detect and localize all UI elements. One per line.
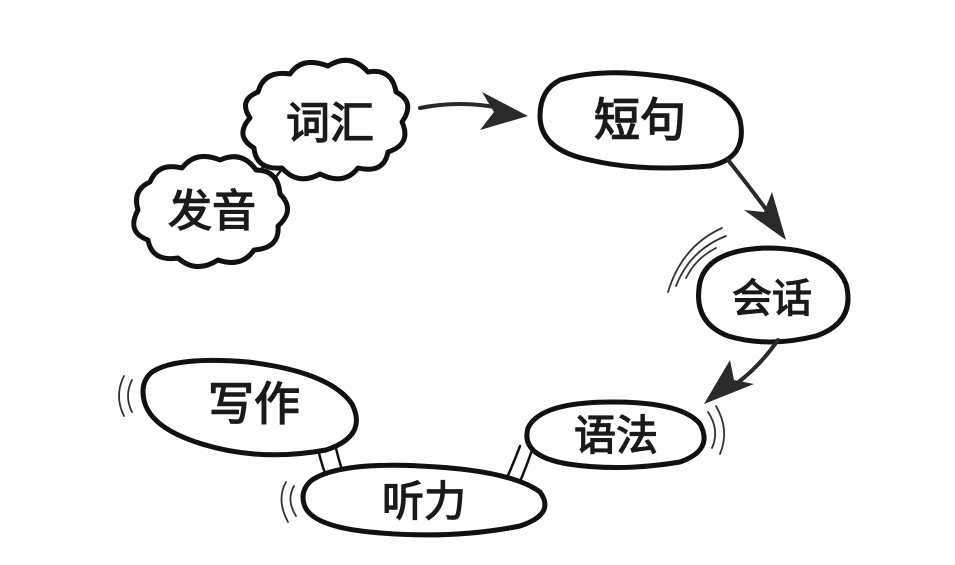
node-pronunciation-label: 发音 (168, 186, 256, 237)
motion-lines-writing (118, 375, 133, 417)
node-vocabulary: 词汇 (240, 57, 411, 182)
node-writing: 写作 (140, 357, 359, 458)
node-grammar-label: 语法 (574, 411, 658, 460)
arrow-vocabulary-short-sentences (418, 92, 528, 130)
motion-lines-grammar (707, 405, 726, 455)
motion-lines-conversation (667, 227, 727, 293)
arrow-conversation-grammar (704, 338, 780, 404)
node-short-sentences-label: 短句 (594, 93, 686, 147)
arrow-short-sentences-conversation (726, 158, 786, 240)
node-conversation: 会话 (696, 245, 851, 345)
node-writing-label: 写作 (208, 377, 300, 431)
node-short-sentences: 短句 (537, 70, 744, 171)
node-grammar: 语法 (524, 399, 707, 471)
node-listening-label: 听力 (382, 477, 466, 526)
node-listening: 听力 (300, 462, 548, 538)
node-vocabulary-label: 词汇 (286, 98, 374, 149)
node-pronunciation: 发音 (131, 153, 290, 269)
node-conversation-label: 会话 (732, 276, 812, 322)
motion-lines-listening (280, 481, 297, 523)
